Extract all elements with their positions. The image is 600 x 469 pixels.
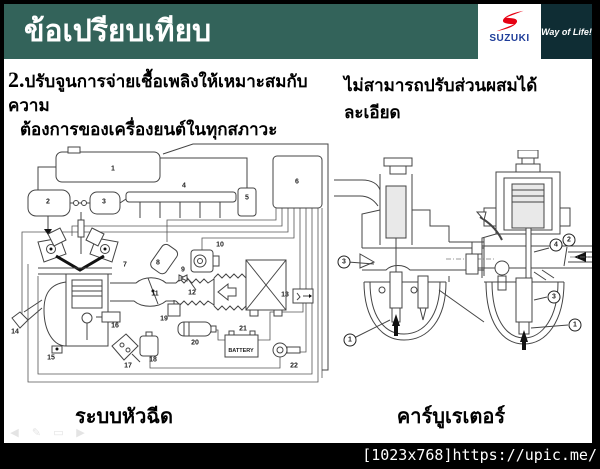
pen-tool-icon[interactable]: ✎	[31, 426, 42, 439]
watermark-text: [1023x768]https://upic.me/	[362, 446, 597, 464]
watermark-bar: [1023x768]https://upic.me/	[0, 443, 600, 469]
tagline-text: Way of Life!	[541, 26, 592, 37]
diagram-label: 3	[547, 290, 561, 304]
next-slide-icon[interactable]: ▶	[76, 426, 85, 439]
diagram-label: 6	[295, 178, 299, 186]
diagram-label: 12	[188, 289, 196, 297]
diagram-label: 7	[123, 261, 127, 269]
point-line1-text: ปรับจูนการจ่ายเชื้อเพลิงให้เหมาะสมกับควา…	[8, 72, 308, 115]
suzuki-wordmark: SUZUKI	[489, 33, 530, 44]
battery-label: BATTERY	[228, 348, 254, 354]
tagline-box: Way of Life!	[541, 4, 592, 59]
injection-diagram-art: BATTERY	[11, 143, 329, 383]
diagram-label: 4	[549, 238, 563, 252]
injection-point-text: 2.ปรับจูนการจ่ายเชื้อเพลิงให้เหมาะสมกับค…	[8, 68, 340, 142]
diagram-label: 10	[216, 241, 224, 249]
diagram-label: 14	[11, 328, 19, 336]
presentation-slide: ข้อเปรียบเทียบ SUZUKI Way of Life! 2.ปรั…	[4, 4, 592, 443]
diagram-label: 8	[156, 259, 160, 267]
point-number: 2.	[8, 67, 25, 92]
caption-carburetor: คาร์บูเรเตอร์	[396, 406, 506, 428]
diagram-label: 4	[182, 182, 186, 190]
diagram-label: 17	[124, 362, 132, 370]
diagram-label: 1	[111, 165, 115, 173]
diagram-label: 15	[47, 354, 55, 362]
diagram-label: 9	[181, 266, 185, 274]
diagram-label: 13	[281, 291, 289, 299]
slide-header: ข้อเปรียบเทียบ SUZUKI Way of Life!	[4, 4, 592, 59]
diagram-label: 3	[102, 198, 106, 206]
previous-slide-icon[interactable]: ◀	[10, 426, 19, 439]
diagram-label: 3	[337, 255, 351, 269]
diagram-label: 19	[160, 315, 168, 323]
slide-title: ข้อเปรียบเทียบ	[24, 15, 212, 48]
diagram-label: 22	[290, 362, 298, 370]
diagram-label: 5	[245, 194, 249, 202]
slideshow-controls: ◀ ✎ ▭ ▶	[8, 426, 87, 439]
diagram-label: 2	[46, 198, 50, 206]
carburetor-diagram-art	[334, 150, 592, 350]
diagram-label: 20	[191, 339, 199, 347]
diagram-label: 18	[149, 356, 157, 364]
diagram-label: 1	[568, 318, 582, 332]
slide-menu-icon[interactable]: ▭	[53, 426, 64, 439]
diagram-label: 16	[111, 322, 119, 330]
header-bar: ข้อเปรียบเทียบ	[4, 4, 478, 59]
diagram-label: 1	[343, 333, 357, 347]
diagram-label: 2	[562, 233, 576, 247]
suzuki-logo-box: SUZUKI	[478, 4, 541, 59]
suzuki-s-icon	[495, 10, 524, 32]
carburetor-point-text: ไม่สามารถปรับส่วนผสมได้ละเอียด	[344, 76, 538, 122]
diagram-label: 21	[239, 325, 247, 333]
caption-injection: ระบบหัวฉีด	[75, 406, 173, 428]
injection-point-line2: ต้องการของเครื่องยนต์ในทุกสภาวะ	[20, 120, 278, 139]
diagram-label: 11	[151, 290, 159, 298]
injection-point-line1: 2.ปรับจูนการจ่ายเชื้อเพลิงให้เหมาะสมกับค…	[8, 68, 340, 118]
